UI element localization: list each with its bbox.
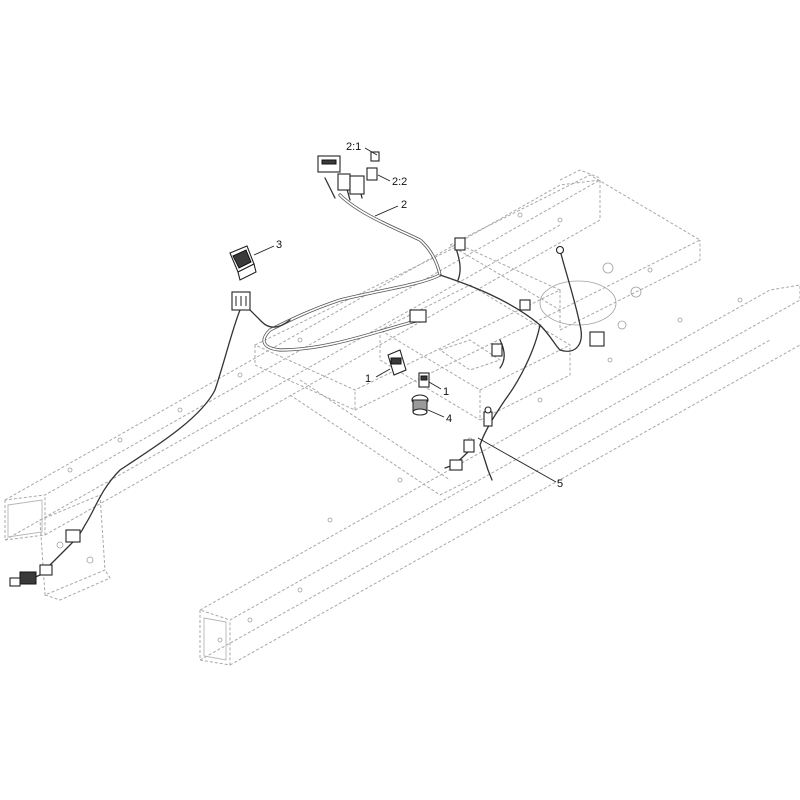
callout-4: 4 [427, 409, 452, 425]
front-cross-member [289, 379, 471, 496]
harness-connector-2 [349, 175, 365, 195]
callout-label: 2 [401, 199, 407, 211]
harness-connector [337, 173, 351, 191]
item-2-1-terminal [370, 151, 380, 162]
callout-2-1: 2:1 [346, 141, 378, 156]
callout-1-left: 1 [365, 368, 391, 385]
rear-plate [448, 174, 702, 331]
ignition-switch [411, 394, 429, 416]
callout-label: 3 [276, 239, 282, 251]
frame-holes [67, 212, 743, 643]
callout-5: 5 [477, 437, 563, 490]
front-left-bracket [39, 494, 111, 601]
item-2-2-connector [366, 167, 378, 181]
callout-1-right: 1 [428, 381, 449, 398]
callout-label: 1 [365, 373, 371, 385]
right-frame-rail [198, 284, 800, 666]
callout-2: 2 [374, 199, 407, 217]
hour-meter [387, 349, 407, 376]
callout-2-2: 2:2 [377, 174, 407, 188]
callout-label: 5 [557, 478, 563, 490]
top-connector-cluster [317, 151, 380, 195]
harness-connectors-center [409, 237, 605, 357]
callout-label: 1 [443, 386, 449, 398]
callout-label: 4 [446, 413, 452, 425]
center-plate [378, 284, 572, 421]
left-frame-rail [4, 169, 601, 541]
wire-harness [11, 177, 582, 583]
mower-frame [4, 169, 800, 666]
callout-label: 2:2 [392, 176, 407, 188]
rocker-switch [229, 245, 257, 281]
switch-connector [231, 291, 251, 311]
front-left-connectors [9, 529, 81, 587]
lower-harness-plug [449, 406, 493, 471]
ignition-key [418, 372, 430, 388]
callout-label: 2:1 [346, 141, 361, 153]
callout-3: 3 [253, 239, 282, 256]
